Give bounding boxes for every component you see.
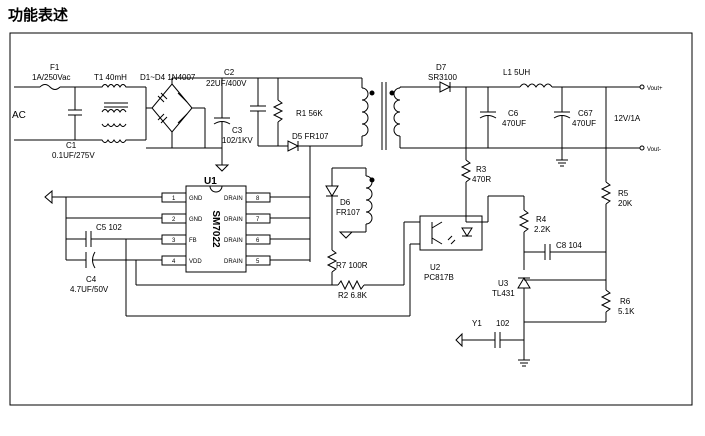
f1-value: 1A/250Vac [32, 73, 71, 82]
c1-label: C1 [66, 141, 77, 150]
bridge-rectifier [146, 77, 222, 148]
r2-label: R2 6.8K [338, 291, 368, 300]
pin-2-name: GND [189, 217, 203, 223]
output-section [400, 81, 645, 167]
schematic-frame [9, 32, 693, 406]
d6-value: FR107 [336, 208, 361, 217]
snubber-section [222, 77, 362, 152]
t1-label: T1 40mH [94, 73, 127, 82]
d7-label: D7 [436, 63, 447, 72]
ac-input-section [14, 84, 147, 143]
c2-label: C2 [224, 68, 235, 77]
flyback-transformer [332, 78, 440, 239]
r4-value: 2.2K [534, 225, 551, 234]
r3-value: 470R [472, 175, 491, 184]
d6-label: D6 [340, 198, 351, 207]
feedback-network [455, 87, 612, 367]
bridge-label: D1~D4 1N4007 [140, 73, 196, 82]
c3-value: 102/1KV [222, 136, 253, 145]
pin-6-number: 6 [256, 238, 260, 244]
r6-label: R6 [620, 297, 631, 306]
r6-value: 5.1K [618, 307, 635, 316]
d5-label: D5 FR107 [292, 132, 329, 141]
c6-value: 470UF [502, 119, 526, 128]
fuse-f1 [39, 84, 61, 90]
pin-3-number: 3 [172, 238, 176, 244]
pin-2-number: 2 [172, 217, 176, 223]
c1-value: 0.1UF/275V [52, 151, 95, 160]
r3-label: R3 [476, 165, 487, 174]
y1-value: 102 [496, 319, 510, 328]
pin-7-name: DRAIN [224, 217, 243, 223]
pin-5-number: 5 [256, 259, 260, 265]
pin-8-number: 8 [256, 196, 260, 202]
ac-label: AC [12, 110, 26, 121]
pin-6-name: DRAIN [224, 238, 243, 244]
aux-rectifier [309, 146, 339, 280]
r5-value: 20K [618, 199, 633, 208]
chip-name: SM7022 [210, 210, 221, 248]
pin-4-number: 4 [172, 259, 176, 265]
pin-3-name: FB [189, 238, 197, 244]
c5-label: C5 102 [96, 223, 122, 232]
c67-value: 470UF [572, 119, 596, 128]
pin-1-name: GND [189, 196, 203, 202]
page-title: 功能表述 [8, 6, 69, 24]
pin-1-number: 1 [172, 196, 176, 202]
c67-label: C67 [578, 109, 593, 118]
u1-label: U1 [204, 176, 217, 187]
r5-label: R5 [618, 189, 629, 198]
bulk-capacitor-c2 [146, 78, 231, 172]
controller-ic-u1 [44, 185, 410, 317]
u2-value: PC817B [424, 273, 454, 282]
f1-label: F1 [50, 63, 60, 72]
d7-value: SR3100 [428, 73, 457, 82]
c4-label: C4 [86, 275, 97, 284]
pin-7-number: 7 [256, 217, 260, 223]
optocoupler-u2 [403, 215, 488, 316]
r4-label: R4 [536, 215, 547, 224]
c2-value: 22UF/400V [206, 79, 247, 88]
l1-label: L1 5UH [503, 68, 530, 77]
vout-plus-label: Vout+ [647, 86, 663, 92]
u3-label: U3 [498, 279, 509, 288]
u3-value: TL431 [492, 289, 515, 298]
c3-label: C3 [232, 126, 243, 135]
c4-value: 4.7UF/50V [70, 285, 109, 294]
r1-label: R1 56K [296, 109, 323, 118]
c6-label: C6 [508, 109, 519, 118]
u2-label: U2 [430, 263, 441, 272]
vout-minus-label: Vout- [647, 147, 661, 153]
pin-5-name: DRAIN [224, 259, 243, 265]
y1-label: Y1 [472, 319, 482, 328]
pin-4-name: VDD [189, 259, 202, 265]
pin-8-name: DRAIN [224, 196, 243, 202]
c8-label: C8 104 [556, 241, 582, 250]
output-rating: 12V/1A [614, 114, 641, 123]
r7-label: R7 100R [336, 261, 368, 270]
